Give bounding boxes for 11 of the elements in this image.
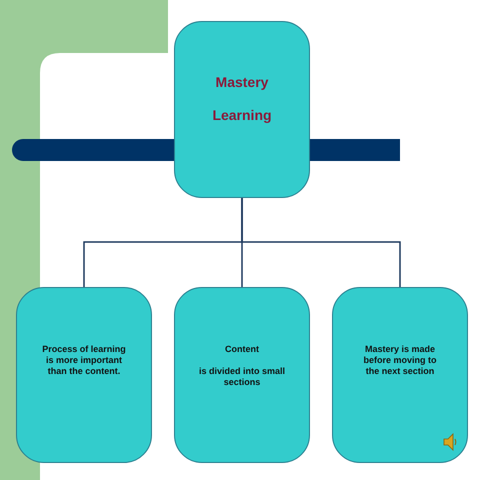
box-text: Process of learning is more important than the content. [41,344,127,377]
box-text: Learning [212,107,272,123]
topic-box [174,287,310,463]
connector-line [241,198,401,287]
title-box [174,21,310,198]
topic-box [16,287,152,463]
box-text: is divided into small sections [198,366,286,388]
box-text: Mastery [216,74,268,90]
box-text: Mastery is made before moving to the next section [362,344,438,377]
topic-box [332,287,468,463]
box-text: Content [225,344,259,355]
